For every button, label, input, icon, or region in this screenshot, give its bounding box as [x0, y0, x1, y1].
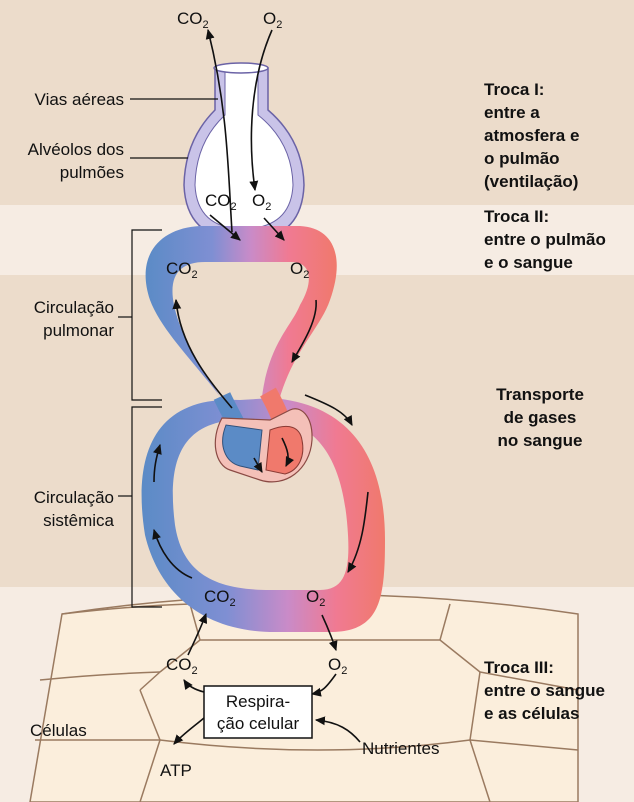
flow-arrows [152, 28, 369, 745]
respiration-label-1: Respira- [226, 692, 290, 711]
svg-text:CO2: CO2 [204, 587, 236, 609]
systemic-label-1: Circulação [34, 488, 114, 507]
svg-text:CO2: CO2 [166, 655, 198, 677]
svg-text:O2: O2 [290, 259, 309, 281]
transport-line-1: Transporte [496, 385, 584, 404]
svg-text:O2: O2 [328, 655, 347, 677]
co2-top-label: CO [177, 9, 203, 28]
pulmonary-label-2: pulmonar [43, 321, 114, 340]
nutrients-label: Nutrientes [362, 739, 439, 758]
systemic-label-2: sistêmica [43, 511, 114, 530]
respiration-label-2: ção celular [217, 714, 300, 733]
pulmonary-loop-inner [172, 262, 309, 430]
alveoli-label-1: Alvéolos dos [28, 140, 124, 159]
band-atmosphere [0, 0, 634, 205]
exchange-1-line-5: (ventilação) [484, 172, 578, 191]
exchange-1-line-3: atmosfera e [484, 126, 579, 145]
transport-line-3: no sangue [497, 431, 582, 450]
exchange-3-line-3: e as células [484, 704, 579, 723]
transport-line-2: de gases [504, 408, 577, 427]
exchange-1-line-2: entre a [484, 103, 540, 122]
svg-text:O2: O2 [252, 191, 271, 213]
cells-label: Células [30, 721, 87, 740]
svg-text:O2: O2 [263, 9, 282, 31]
svg-text:CO2: CO2 [166, 259, 198, 281]
chem-labels: CO2 O2 CO2 O2 CO2 O2 CO2 O2 CO2 O2 [166, 9, 347, 677]
exchange-3-line-2: entre o sangue [484, 681, 605, 700]
cell-borders [35, 603, 579, 802]
exchange-2-line-1: Troca II: [484, 207, 549, 226]
exchange-1-line-4: o pulmão [484, 149, 560, 168]
svg-text:CO2: CO2 [177, 9, 209, 31]
airway-opening [213, 62, 269, 74]
alveoli-label-2: pulmões [60, 163, 124, 182]
atp-label: ATP [160, 761, 192, 780]
cellular-respiration-box [203, 685, 313, 739]
exchange-2-line-3: e o sangue [484, 253, 573, 272]
pulmonary-label-1: Circulação [34, 298, 114, 317]
exchange-2-line-2: entre o pulmão [484, 230, 606, 249]
exchange-3-line-1: Troca III: [484, 658, 554, 677]
heart-left [265, 425, 304, 475]
leader-lines [118, 98, 218, 608]
svg-text:O2: O2 [306, 587, 325, 609]
exchange-1-line-1: Troca I: [484, 80, 544, 99]
svg-text:CO2: CO2 [205, 191, 237, 213]
airways-label: Vias aéreas [35, 90, 124, 109]
